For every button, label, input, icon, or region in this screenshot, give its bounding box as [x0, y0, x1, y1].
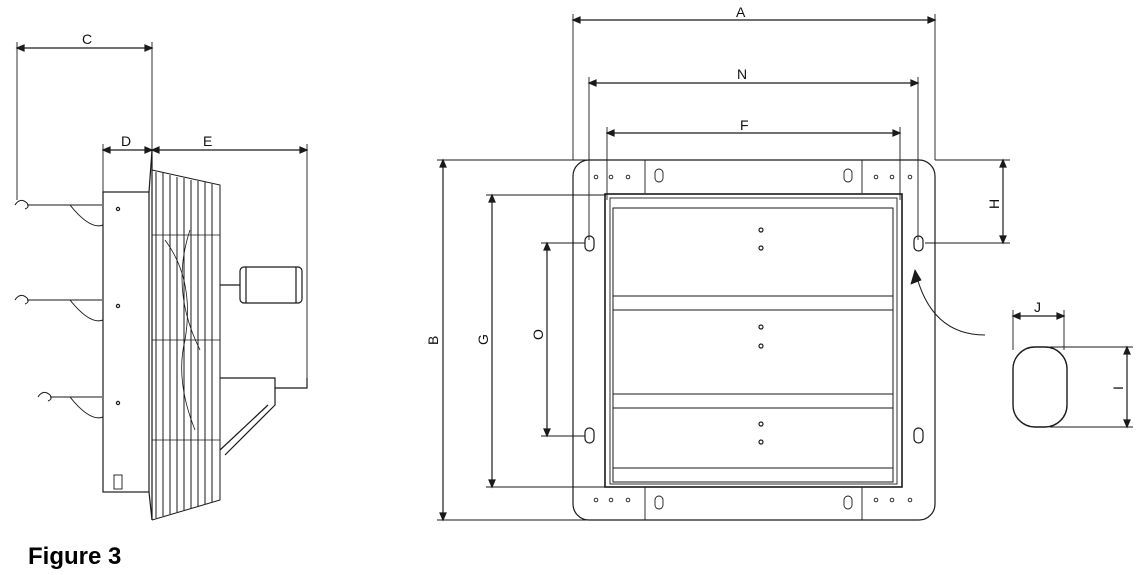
front-view: A N F B: [425, 4, 1010, 522]
side-view: C D E: [14, 31, 309, 521]
dimension-g: G: [475, 193, 606, 489]
dimension-h: H: [925, 158, 1010, 245]
wall-brackets: [14, 199, 104, 419]
slot-detail: J I: [1011, 299, 1133, 429]
label-c: C: [82, 31, 92, 47]
label-j: J: [1034, 299, 1041, 315]
side-mounting-plate: [102, 191, 150, 493]
motor: [220, 266, 303, 304]
label-g: G: [475, 334, 491, 345]
label-f: F: [740, 117, 749, 133]
dimension-a: A: [571, 4, 937, 160]
slot-holes: [584, 235, 924, 444]
fan-guard: [151, 169, 221, 521]
figure-caption: Figure 3: [28, 543, 122, 570]
slot-detail-shape: [1012, 346, 1068, 428]
fan-dimension-drawing: C D E: [14, 4, 1133, 522]
shutter-blades: [612, 207, 894, 483]
dimension-b: B: [425, 158, 590, 522]
label-i: I: [1110, 386, 1126, 390]
support-bracket: [219, 377, 308, 456]
flange-plate: [572, 159, 936, 521]
label-h: H: [986, 199, 1002, 209]
dimension-d: D: [101, 133, 154, 192]
dimension-f: F: [605, 117, 902, 200]
dimension-n: N: [587, 66, 920, 240]
label-d: D: [121, 133, 131, 149]
corner-holes: [593, 168, 913, 510]
dimension-o: O: [530, 241, 585, 438]
shutter-frame: [604, 193, 903, 488]
label-e: E: [203, 133, 212, 149]
detail-arrow: [914, 269, 986, 336]
label-b: B: [425, 336, 441, 345]
label-n: N: [737, 66, 747, 82]
label-o: O: [530, 329, 546, 340]
label-a: A: [736, 4, 746, 20]
dimension-c: C: [15, 31, 154, 200]
dimension-e: E: [150, 133, 309, 380]
